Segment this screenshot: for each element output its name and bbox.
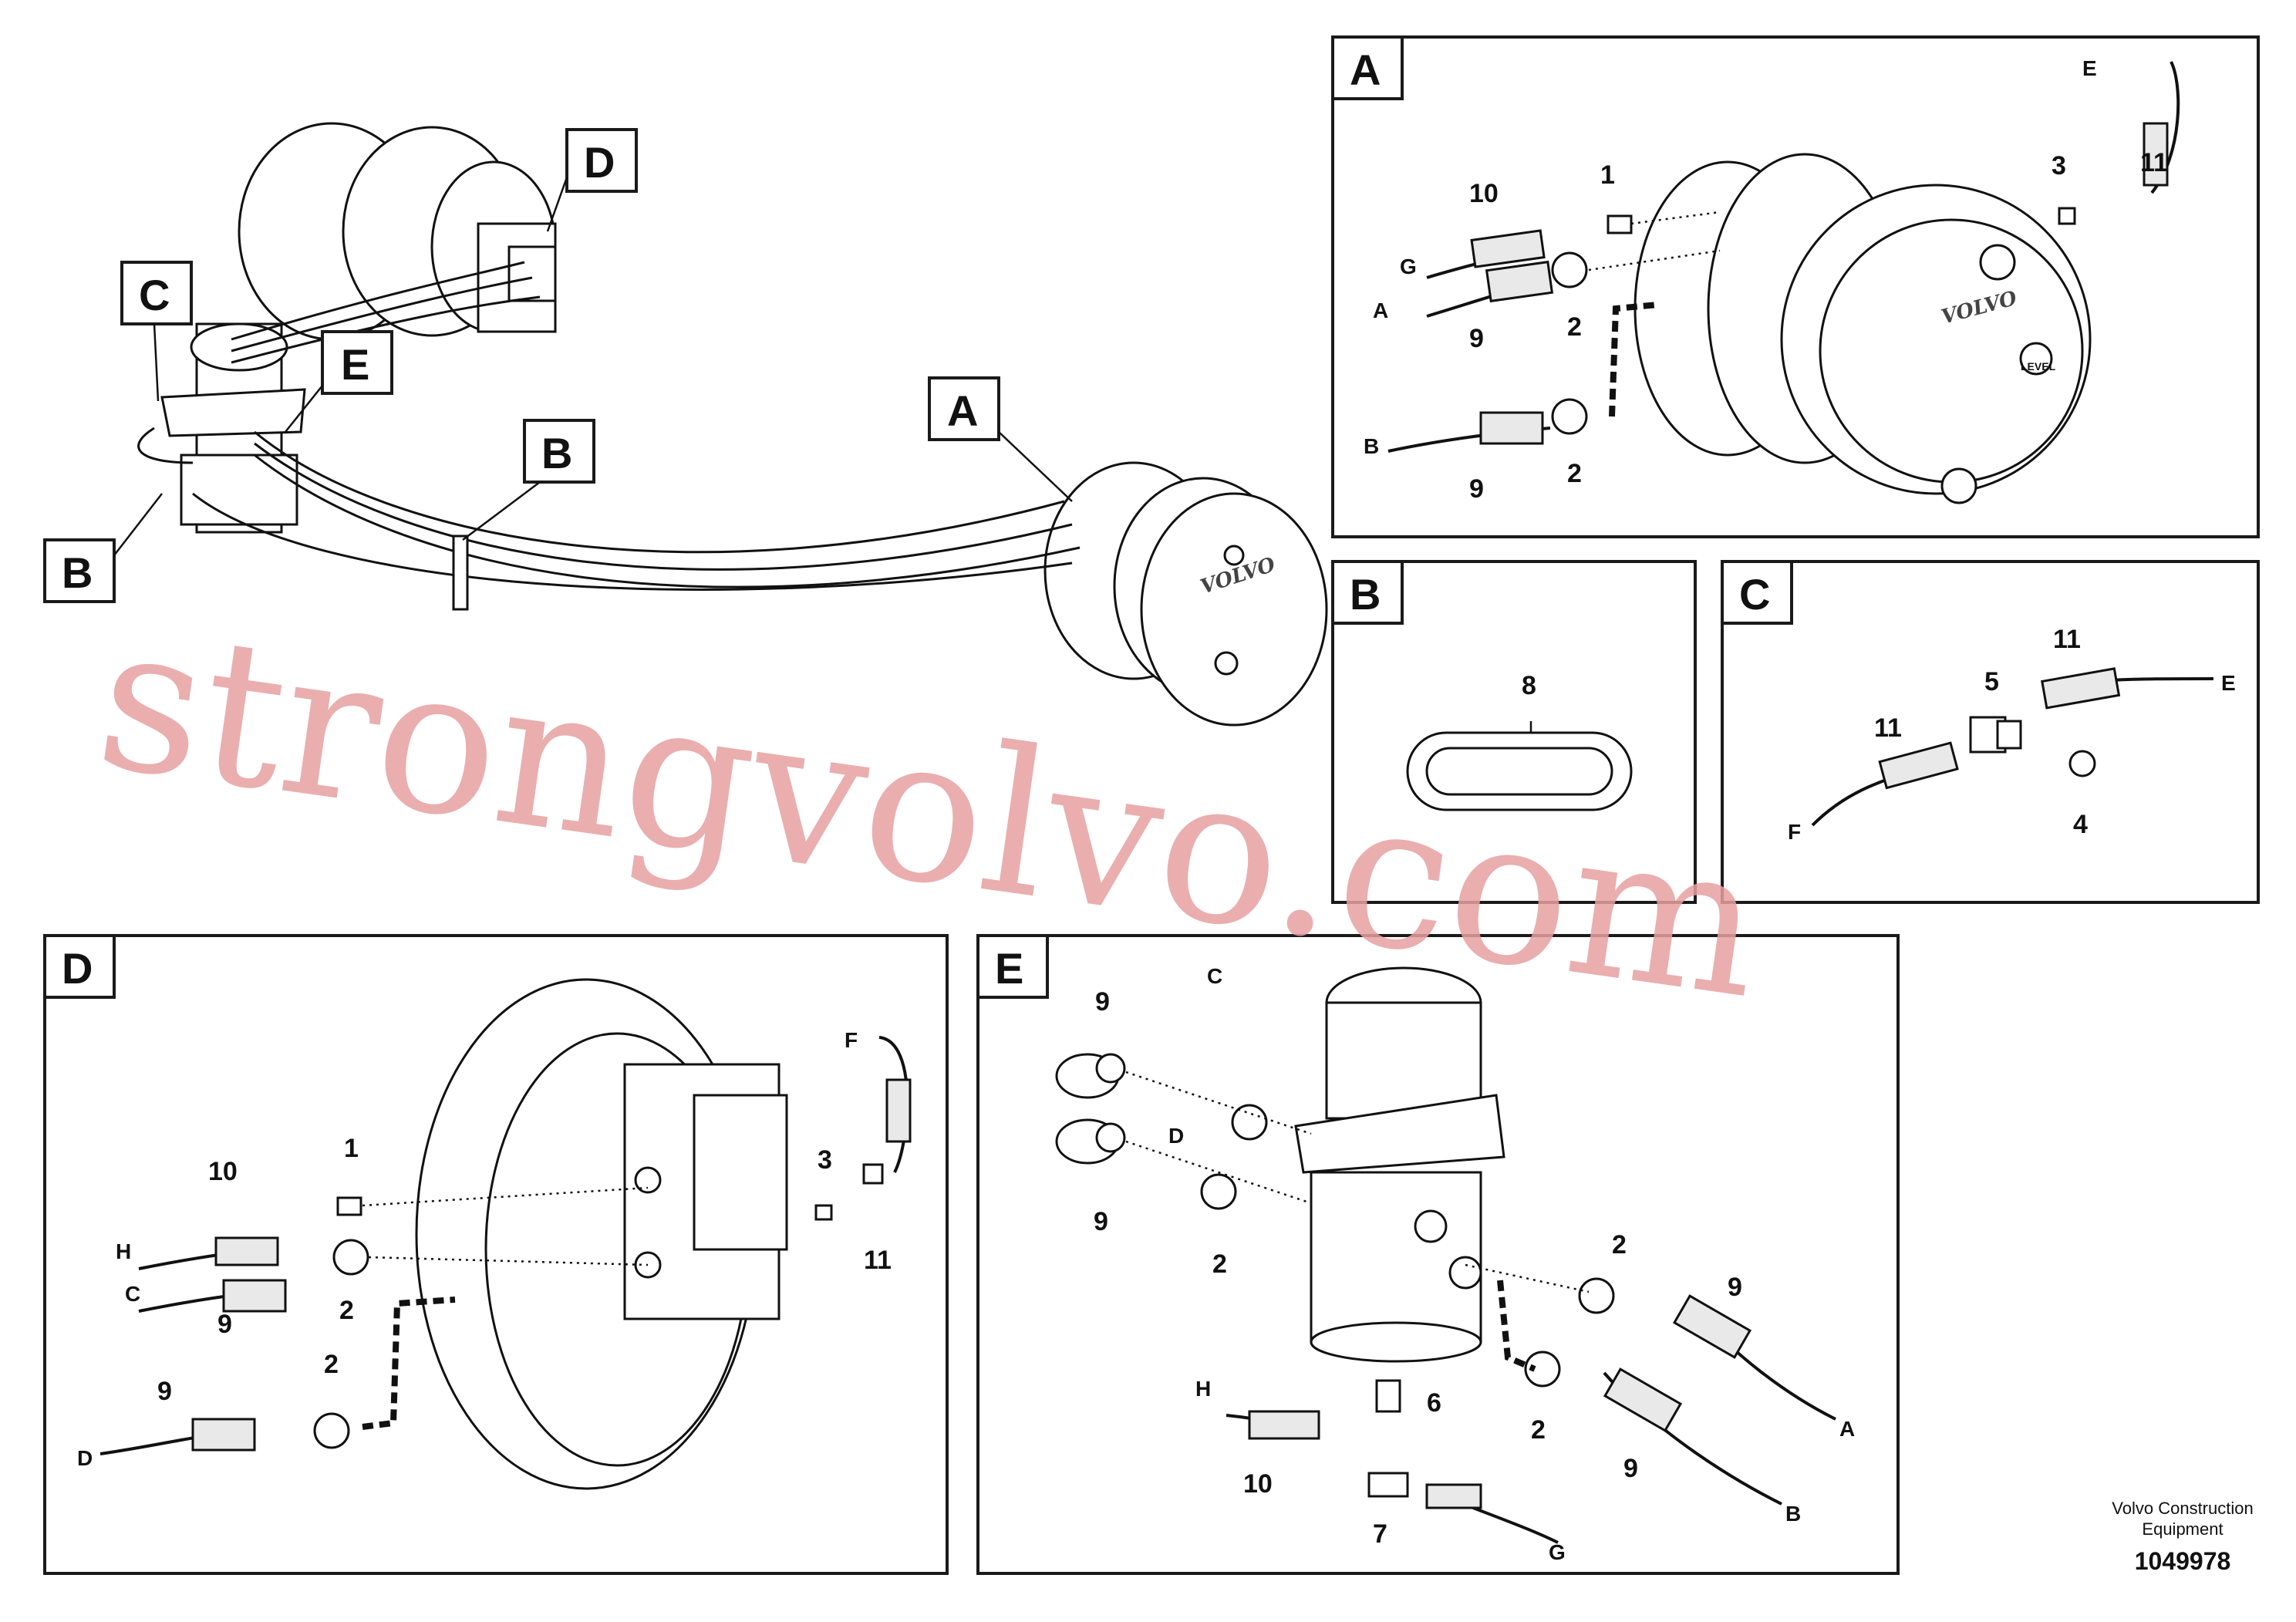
svg-text:3: 3 [818, 1145, 832, 1175]
svg-text:9: 9 [157, 1377, 172, 1406]
footer-company-line2: Equipment [2142, 1519, 2223, 1539]
panel-a-label: A [1350, 46, 1381, 94]
svg-text:8: 8 [1522, 671, 1536, 700]
svg-text:6: 6 [1427, 1388, 1441, 1418]
svg-text:F: F [845, 1028, 858, 1052]
overview-assembly: VOLVO D C E A [43, 122, 1328, 727]
hose-clamp [452, 534, 469, 611]
svg-text:11: 11 [2053, 625, 2081, 654]
svg-text:2: 2 [1612, 1230, 1627, 1259]
svg-text:D: D [77, 1446, 93, 1470]
svg-text:E: E [2082, 56, 2097, 80]
panel-a-motor: VOLVO LEVEL [1633, 153, 2092, 504]
svg-text:H: H [116, 1239, 131, 1263]
svg-text:2: 2 [1531, 1415, 1546, 1445]
svg-text:C: C [1207, 964, 1222, 988]
svg-text:2: 2 [324, 1350, 339, 1379]
svg-text:9: 9 [1469, 474, 1484, 504]
svg-text:7: 7 [1373, 1519, 1387, 1549]
svg-text:E: E [2221, 671, 2236, 695]
svg-text:B: B [541, 429, 572, 477]
front-travel-motor: VOLVO [1043, 461, 1328, 727]
svg-text:3: 3 [2052, 151, 2066, 180]
panel-d-motor [415, 978, 788, 1490]
svg-text:F: F [1788, 820, 1801, 844]
svg-text:H: H [1195, 1377, 1211, 1401]
svg-text:B: B [1364, 434, 1379, 458]
panel-b-label: B [1350, 570, 1381, 619]
callout-d: D [546, 128, 638, 232]
svg-text:2: 2 [1567, 459, 1582, 488]
svg-text:2: 2 [1567, 312, 1582, 342]
svg-text:C: C [125, 1282, 140, 1306]
svg-text:9: 9 [1728, 1273, 1742, 1302]
panel-d: D 1 10 3 2 9 11 9 2 F H [43, 934, 949, 1575]
svg-text:4: 4 [2073, 810, 2088, 839]
panel-c-label: C [1739, 570, 1770, 619]
svg-text:9: 9 [217, 1310, 232, 1339]
svg-text:1: 1 [344, 1134, 359, 1163]
svg-text:11: 11 [2140, 148, 2168, 177]
svg-text:A: A [1373, 298, 1388, 322]
svg-text:G: G [1400, 255, 1417, 278]
svg-text:2: 2 [339, 1296, 354, 1325]
svg-text:9: 9 [1469, 324, 1484, 353]
callout-a: A [928, 376, 1073, 502]
svg-text:A: A [1839, 1417, 1855, 1441]
svg-text:9: 9 [1094, 1207, 1108, 1236]
panel-e-label: E [995, 944, 1023, 993]
svg-text:2: 2 [1212, 1249, 1227, 1279]
panel-e-swivel [1294, 966, 1505, 1363]
svg-text:D: D [584, 138, 615, 187]
callout-e: E [285, 330, 393, 433]
footer-drawing-number: 1049978 [2135, 1547, 2231, 1575]
svg-text:B: B [1785, 1502, 1801, 1526]
svg-text:5: 5 [1984, 667, 1999, 696]
panel-a: A VOLVO LEVEL 10 1 3 [1331, 35, 2260, 538]
svg-text:10: 10 [1243, 1469, 1273, 1499]
svg-text:10: 10 [208, 1157, 238, 1186]
callout-b-lower: B [43, 493, 163, 603]
swivel-joint [160, 322, 306, 534]
svg-text:9: 9 [1095, 987, 1110, 1017]
svg-text:10: 10 [1469, 179, 1499, 208]
callout-c: C [120, 261, 193, 402]
svg-text:B: B [62, 548, 93, 597]
panel-e: E 9 9 [976, 934, 1900, 1575]
svg-text:11: 11 [864, 1246, 892, 1275]
footer-company-line1: Volvo Construction [2112, 1499, 2253, 1518]
svg-text:LEVEL: LEVEL [2021, 360, 2056, 373]
panel-c: C 11 5 11 4 E F [1721, 560, 2260, 904]
svg-text:D: D [1168, 1124, 1184, 1148]
callout-b-upper: B [462, 419, 595, 541]
svg-text:11: 11 [1874, 713, 1902, 743]
svg-text:9: 9 [1623, 1454, 1638, 1483]
panel-d-label: D [62, 944, 93, 993]
rear-travel-motor [238, 122, 557, 341]
svg-text:G: G [1549, 1540, 1566, 1564]
svg-text:E: E [341, 340, 369, 389]
panel-b: B 8 [1331, 560, 1697, 904]
svg-text:A: A [947, 386, 978, 435]
footer: Volvo Construction Equipment 1049978 [2112, 1499, 2253, 1575]
svg-text:1: 1 [1600, 160, 1615, 190]
svg-text:C: C [139, 271, 170, 319]
